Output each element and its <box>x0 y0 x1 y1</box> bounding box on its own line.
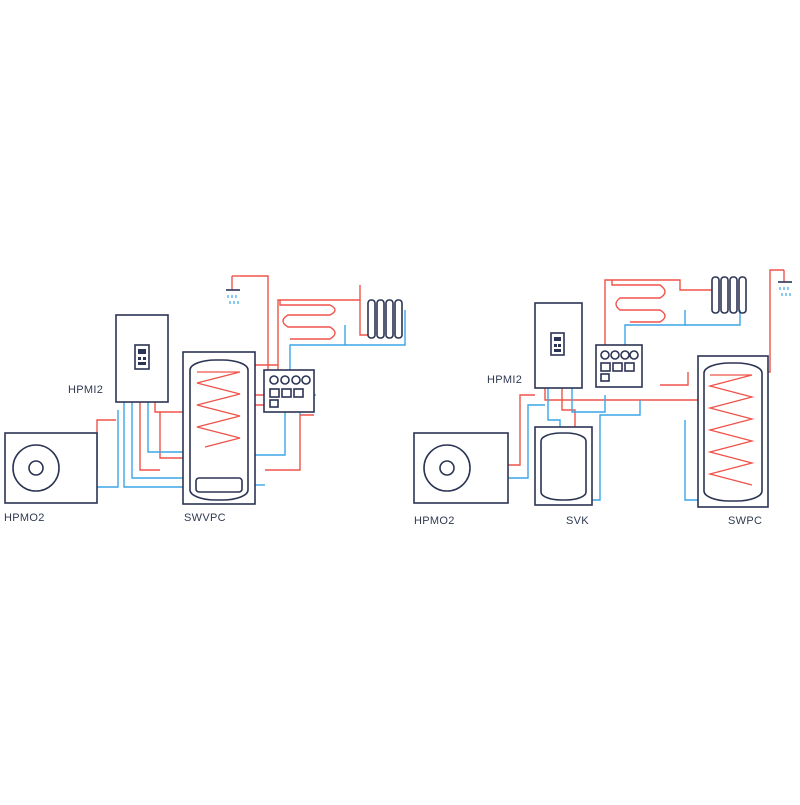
label-tank-right: SWPC <box>728 515 763 527</box>
pipes-left <box>96 275 406 488</box>
indoor-unit-right <box>534 302 583 389</box>
outdoor-unit-right <box>413 432 509 504</box>
buffer-tank-right <box>534 426 593 506</box>
shower-icon <box>226 276 240 304</box>
controller-display-icon <box>134 344 150 370</box>
label-outdoor-unit-left: HPMO2 <box>4 512 45 524</box>
label-indoor-unit-left: HPMI2 <box>68 384 104 396</box>
tank-right <box>697 355 769 508</box>
outdoor-unit-left <box>4 432 98 504</box>
label-tank-left: SWVPC <box>184 512 226 524</box>
label-indoor-unit-right: HPMI2 <box>487 374 523 386</box>
label-outdoor-unit-right: HPMO2 <box>414 515 455 527</box>
pump-manifold-left <box>263 369 315 413</box>
radiator-icon <box>367 299 403 339</box>
controller-display-icon <box>550 332 565 356</box>
fan-icon <box>423 444 471 492</box>
label-buffer-tank-right: SVK <box>566 515 589 527</box>
fan-icon <box>12 444 60 492</box>
shower-icon <box>778 270 792 296</box>
indoor-unit-left <box>115 314 169 403</box>
system-left <box>4 275 406 505</box>
system-right <box>413 269 792 508</box>
radiator-icon <box>711 276 747 314</box>
pump-manifold-right <box>595 344 643 388</box>
tank-left <box>182 351 256 505</box>
